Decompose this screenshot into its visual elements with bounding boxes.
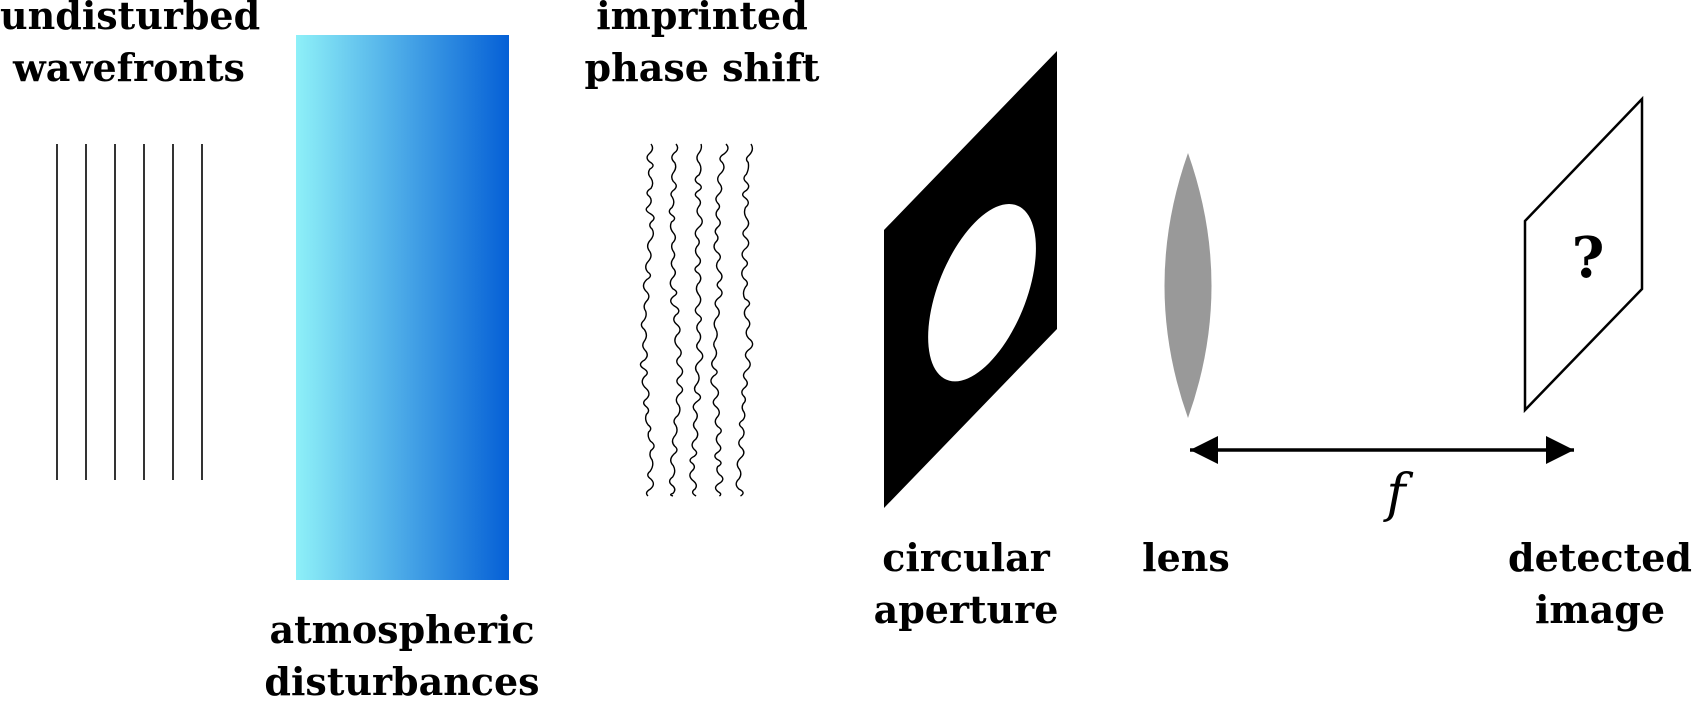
distorted-wavefront-line [668,143,684,497]
circular-aperture-label: circular aperture [873,535,1059,632]
distorted-wavefront-line [689,143,704,497]
unknown-image-mark: ? [1571,225,1605,291]
distorted-wavefront-line [639,143,655,497]
distorted-wavefront-line [710,143,729,497]
atmospheric-disturbances-label: atmospheric disturbances [264,607,540,704]
lens [1164,153,1212,418]
detector-screen [1523,95,1644,414]
aperture-plate [884,51,1057,508]
imprinted-phase-shift-label: imprinted phase shift [584,0,820,90]
imprinted-phase-wavefronts [639,143,754,497]
atmospheric-disturbance-slab [296,35,509,580]
undisturbed-wavefronts [56,144,203,480]
lens-label: lens [1142,535,1230,580]
undisturbed-wavefronts-label: undisturbed wavefronts [0,0,261,90]
detected-image-label: detected image [1508,535,1692,632]
distorted-wavefront-line [735,143,754,497]
focal-length-label: f [1386,464,1406,524]
